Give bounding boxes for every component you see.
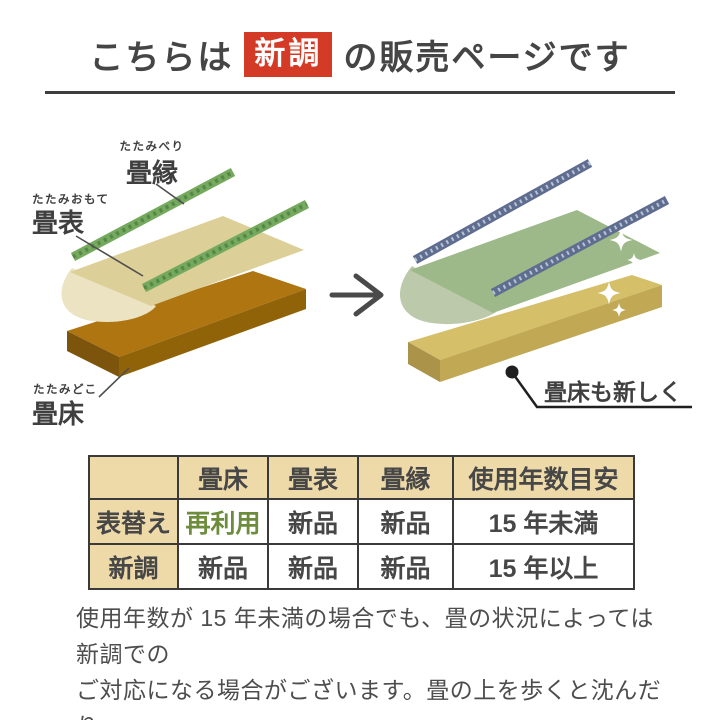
tatami-layers-diagram: たたみべり 畳縁 たたみおもて 畳表 たたみどこ 畳床 [32, 140, 692, 429]
new-mat-fold [400, 266, 496, 325]
cell-shincho-years: 15 年以上 [452, 543, 635, 590]
sparkle-icon [609, 228, 633, 252]
row-header-shincho: 新調 [88, 543, 179, 590]
title-divider [45, 91, 675, 94]
old-edge-band-texture [72, 170, 234, 259]
doko-pointer-line [98, 367, 130, 398]
cell-shincho-doko: 新品 [177, 543, 269, 590]
new-base-top-face [408, 275, 662, 360]
new-base-label: 畳床も新しく [544, 379, 682, 405]
table-row-shincho: 新調 新品 新品 新品 15 年以上 [88, 543, 635, 590]
heri-furigana: たたみべり [120, 140, 185, 153]
footer-note: 使用年数が 15 年未満の場合でも、畳の状況によっては新調での ご対応になる場合… [76, 605, 662, 720]
table-row-omotegae: 表替え 再利用 新品 新品 15 年未満 [88, 498, 635, 545]
sparkle-icon [627, 253, 641, 267]
doko-furigana: たたみどこ [33, 383, 98, 396]
table-corner-cell [88, 455, 179, 500]
column-header-doko: 畳床 [177, 455, 269, 500]
right-arrow-icon [329, 273, 384, 317]
comparison-table: 畳床 畳表 畳縁 使用年数目安 表替え 再利用 新品 新品 15 年未満 新調 … [88, 455, 635, 590]
old-tatami-group: たたみべり 畳縁 たたみおもて 畳表 たたみどこ 畳床 [32, 140, 310, 429]
column-header-omote: 畳表 [267, 455, 359, 500]
page-title: こちらは 新調 の販売ページです [0, 30, 720, 79]
heri-pointer-line [155, 183, 185, 205]
cell-omotegae-heri: 新品 [357, 498, 454, 545]
column-header-heri: 畳縁 [357, 455, 454, 500]
title-highlight-badge: 新調 [244, 32, 333, 77]
new-tatami-group: 畳床も新しく [400, 159, 692, 409]
table-header-row: 畳床 畳表 畳縁 使用年数目安 [88, 455, 635, 500]
cell-omotegae-years: 15 年未満 [452, 498, 635, 545]
new-edge-band [490, 196, 670, 297]
cell-shincho-omote: 新品 [267, 543, 359, 590]
title-suffix: の販売ページです [343, 39, 631, 77]
cell-omotegae-doko: 再利用 [177, 498, 269, 545]
old-mat-fold [61, 268, 156, 322]
sparkle-icon [597, 281, 621, 305]
cell-shincho-heri: 新品 [357, 543, 454, 590]
callout-line [512, 374, 692, 409]
omote-pointer-line [75, 235, 144, 277]
old-base-top-face [67, 271, 306, 357]
cell-omotegae-omote: 新品 [267, 498, 359, 545]
new-edge-band [412, 159, 593, 264]
heri-label: 畳縁 [126, 158, 178, 188]
omote-furigana: たたみおもて [32, 193, 110, 206]
sparkle-icon [612, 303, 626, 317]
new-base-front-face [440, 285, 662, 382]
omote-label: 畳表 [32, 208, 85, 238]
row-header-omotegae: 表替え [88, 498, 179, 545]
title-prefix: こちらは [89, 39, 234, 77]
doko-label: 畳床 [32, 399, 84, 429]
old-base-front-face [119, 289, 306, 377]
old-edge-band-texture [143, 202, 308, 290]
column-header-years: 使用年数目安 [452, 455, 635, 500]
new-base-side-face [408, 342, 440, 382]
old-base-side-face [67, 331, 119, 377]
